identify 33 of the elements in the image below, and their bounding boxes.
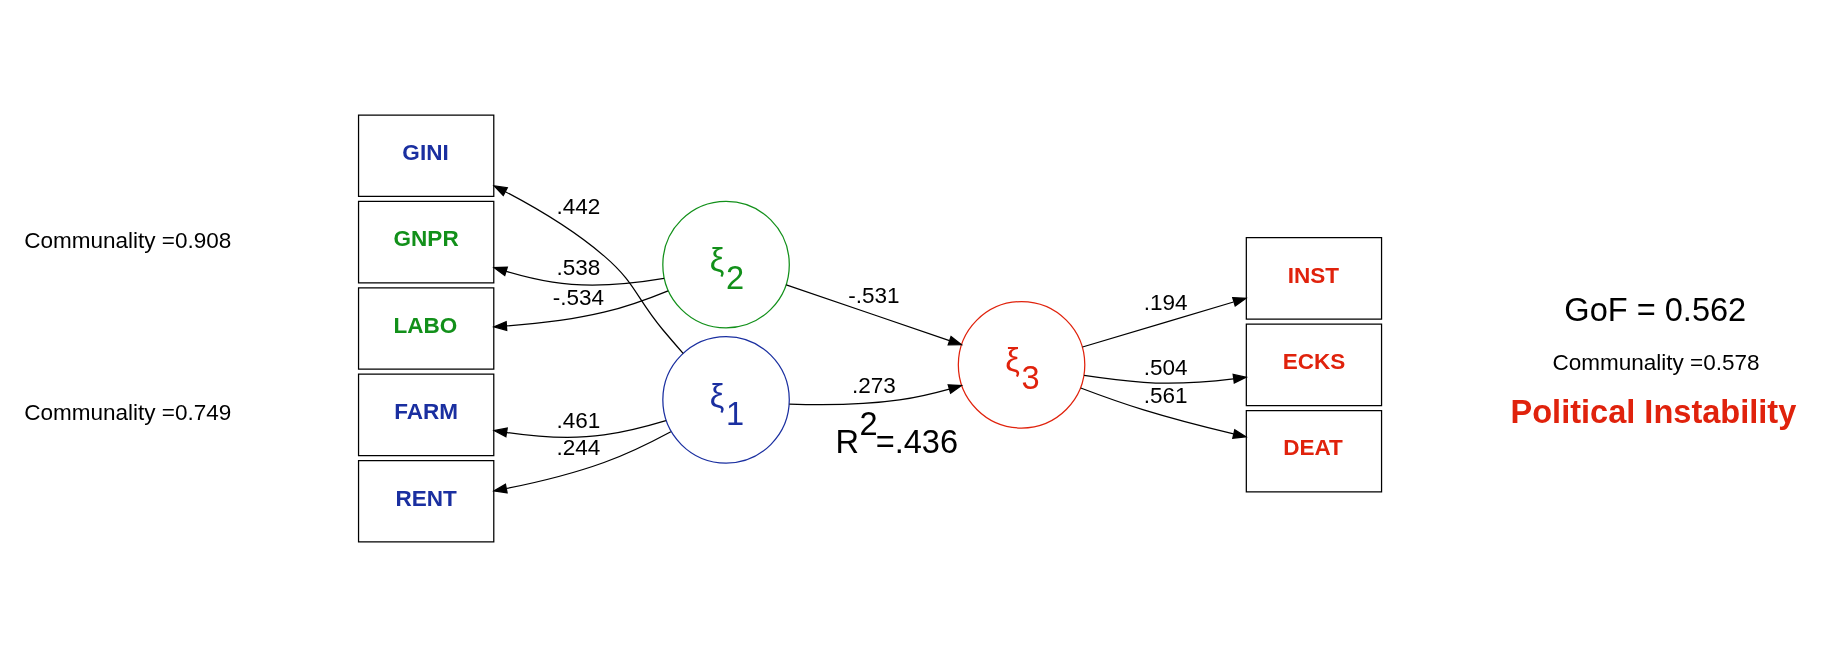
label: GoF = 0.562 (1564, 292, 1747, 329)
edge-label: .244 (556, 435, 601, 461)
node-box: GNPR (357, 200, 495, 284)
edge-label: -.531 (848, 282, 900, 308)
edge-label: -.534 (552, 285, 604, 311)
arrow (1083, 373, 1248, 385)
node-box: GINI (357, 114, 495, 198)
edge-label: .442 (556, 193, 601, 219)
label: Communality =0.578 (1552, 350, 1760, 376)
arrow (1081, 297, 1248, 348)
arrow (492, 266, 665, 286)
arrow (785, 284, 964, 346)
arrow (492, 185, 684, 354)
arrow (492, 431, 672, 494)
node-box: FARM (357, 373, 495, 457)
node-box: RENT (357, 459, 495, 543)
edge-label: .461 (556, 407, 601, 433)
edge-label: .273 (851, 372, 896, 398)
label: Communality =0.749 (24, 400, 232, 426)
node-box: DEAT (1245, 409, 1383, 493)
edge-label: .504 (1143, 355, 1188, 381)
node-box: ECKS (1245, 323, 1383, 407)
edge-label: .561 (1143, 382, 1188, 408)
arrow (788, 384, 964, 406)
edge-label: .538 (556, 255, 601, 281)
node-box: INST (1245, 237, 1383, 320)
arrow (492, 419, 667, 438)
arrow (492, 290, 669, 332)
edge-label: .194 (1143, 290, 1188, 316)
arrow (1080, 387, 1248, 439)
label: Communality =0.908 (24, 227, 232, 253)
label: Political Instability (1510, 393, 1797, 430)
node-box: LABO (357, 287, 495, 370)
